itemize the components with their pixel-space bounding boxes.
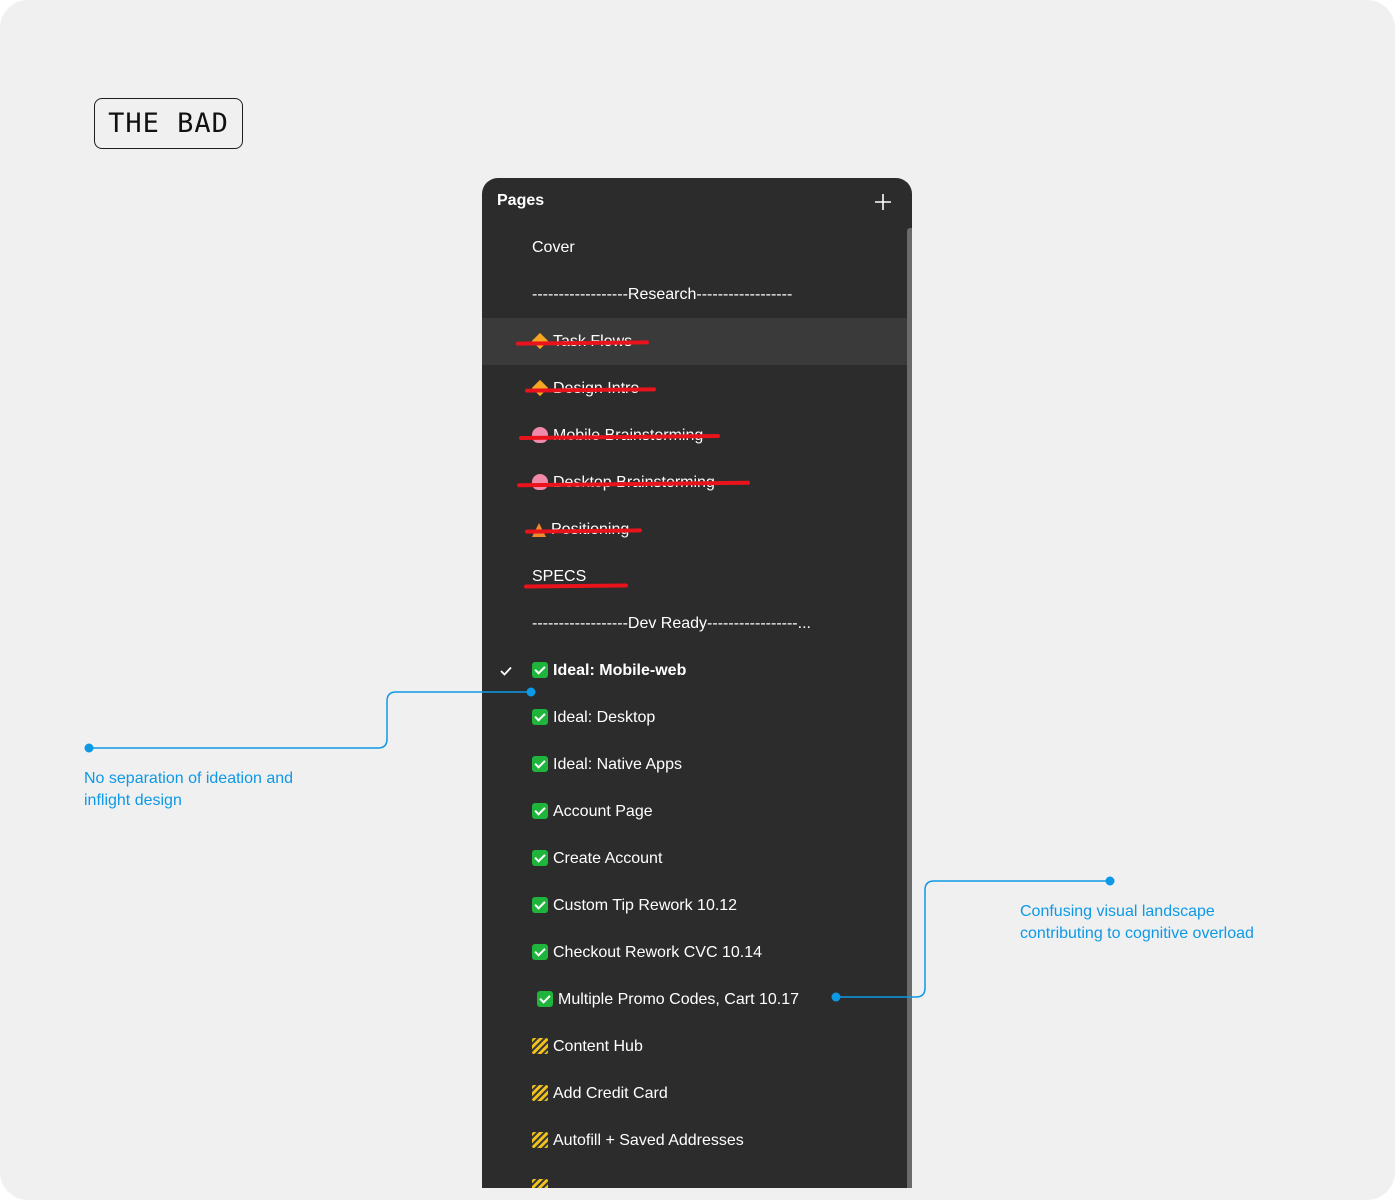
pages-list: Cover ------------------Research---------… — [482, 224, 907, 1188]
brain-icon — [532, 473, 548, 490]
page-item[interactable]: SPECS — [482, 553, 907, 600]
page-item-label: ------------------Research--------------… — [532, 286, 792, 304]
the-bad-badge: THE BAD — [94, 98, 243, 149]
page-item-text: Add Credit Card — [553, 1084, 668, 1102]
scrollbar[interactable] — [907, 228, 912, 1188]
panel-header: Pages — [482, 178, 912, 224]
barrier-icon — [532, 1178, 548, 1188]
page-item[interactable]: Autofill + Saved Addresses — [482, 1117, 907, 1164]
check-box-icon — [537, 990, 553, 1007]
page-item[interactable] — [482, 1164, 907, 1188]
page-item-text: ------------------Dev Ready-------------… — [532, 614, 811, 632]
check-box-icon — [532, 849, 548, 866]
page-item-text: ------------------Research--------------… — [532, 285, 793, 303]
badge-label: THE BAD — [108, 108, 229, 139]
check-box-icon — [532, 755, 548, 772]
page-item[interactable]: Create Account — [482, 835, 907, 882]
page-item-text: SPECS — [532, 567, 587, 585]
page-item-label: Autofill + Saved Addresses — [532, 1131, 744, 1150]
page-item-text: Content Hub — [553, 1037, 643, 1055]
page-item-label: Checkout Rework CVC 10.14 — [532, 943, 762, 962]
page-item-text: Ideal: Native Apps — [553, 755, 682, 773]
page-item-text: Autofill + Saved Addresses — [553, 1131, 744, 1149]
page-item-label: Cover — [532, 239, 575, 257]
page-item[interactable]: Ideal: Mobile-web — [482, 647, 907, 694]
annotation-left: No separation of ideation and inflight d… — [84, 770, 294, 809]
page-item-label: Create Account — [532, 849, 663, 868]
strike-through-mark — [523, 583, 629, 589]
page-item[interactable]: Ideal: Native Apps — [482, 741, 907, 788]
selected-check-icon — [500, 666, 512, 676]
add-page-button[interactable] — [870, 189, 896, 215]
brain-icon — [532, 426, 548, 443]
page-item-label: Add Credit Card — [532, 1084, 668, 1103]
page-item-label: ------------------Dev Ready-------------… — [532, 615, 811, 633]
pages-panel: Pages Cover ------------------Research---… — [482, 178, 912, 1188]
callout-left — [89, 691, 531, 749]
page-item[interactable]: Content Hub — [482, 1023, 907, 1070]
page-item[interactable]: Add Credit Card — [482, 1070, 907, 1117]
check-box-icon — [532, 708, 548, 725]
barrier-icon — [532, 1037, 548, 1054]
page-item[interactable]: Mobile Brainstorming — [482, 412, 907, 459]
page-item[interactable]: Cover — [482, 224, 907, 271]
page-item-label: Multiple Promo Codes, Cart 10.17 — [537, 990, 799, 1009]
page-item-text: Multiple Promo Codes, Cart 10.17 — [558, 990, 799, 1008]
page-item-label: Account Page — [532, 802, 653, 821]
page-item[interactable]: Custom Tip Rework 10.12 — [482, 882, 907, 929]
page-item[interactable]: ------------------Dev Ready-------------… — [482, 600, 907, 647]
page-item[interactable]: Account Page — [482, 788, 907, 835]
page-item-text: Custom Tip Rework 10.12 — [553, 896, 738, 914]
callout-left-start-dot — [84, 743, 94, 753]
page-item-label: Ideal: Desktop — [532, 708, 656, 727]
page-item-text: Account Page — [553, 802, 653, 820]
page-item[interactable]: Desktop Brainstorming — [482, 459, 907, 506]
page-item[interactable]: Ideal: Desktop — [482, 694, 907, 741]
check-box-icon — [532, 943, 548, 960]
panel-title: Pages — [497, 192, 545, 209]
callout-right-end-dot — [1105, 876, 1115, 886]
page-item-text: Ideal: Desktop — [553, 708, 656, 726]
barrier-icon — [532, 1084, 548, 1101]
page-item-label: Custom Tip Rework 10.12 — [532, 896, 738, 915]
annotation-right: Confusing visual landscape contributing … — [1020, 903, 1254, 942]
page-item-label — [532, 1178, 553, 1188]
plus-icon — [875, 194, 891, 210]
page-item-text: Checkout Rework CVC 10.14 — [553, 943, 762, 961]
page-item-text: Cover — [532, 238, 575, 256]
page-item-text: Ideal: Mobile-web — [553, 661, 687, 679]
page-item-label: Ideal: Mobile-web — [532, 661, 687, 680]
page-item[interactable]: Multiple Promo Codes, Cart 10.17 — [482, 976, 907, 1023]
page-item-label: SPECS — [532, 568, 586, 586]
page-item-text: Create Account — [553, 849, 663, 867]
check-box-icon — [532, 896, 548, 913]
check-box-icon — [532, 802, 548, 819]
page-item[interactable]: Design Intro — [482, 365, 907, 412]
page-item-label: Ideal: Native Apps — [532, 755, 682, 774]
barrier-icon — [532, 1131, 548, 1148]
page-item[interactable]: Checkout Rework CVC 10.14 — [482, 929, 907, 976]
page-item[interactable]: ------------------Research--------------… — [482, 271, 907, 318]
check-box-icon — [532, 661, 548, 678]
page-item[interactable]: Positioning — [482, 506, 907, 553]
page-item[interactable]: Task Flows — [482, 318, 907, 365]
page-item-label: Content Hub — [532, 1037, 643, 1056]
